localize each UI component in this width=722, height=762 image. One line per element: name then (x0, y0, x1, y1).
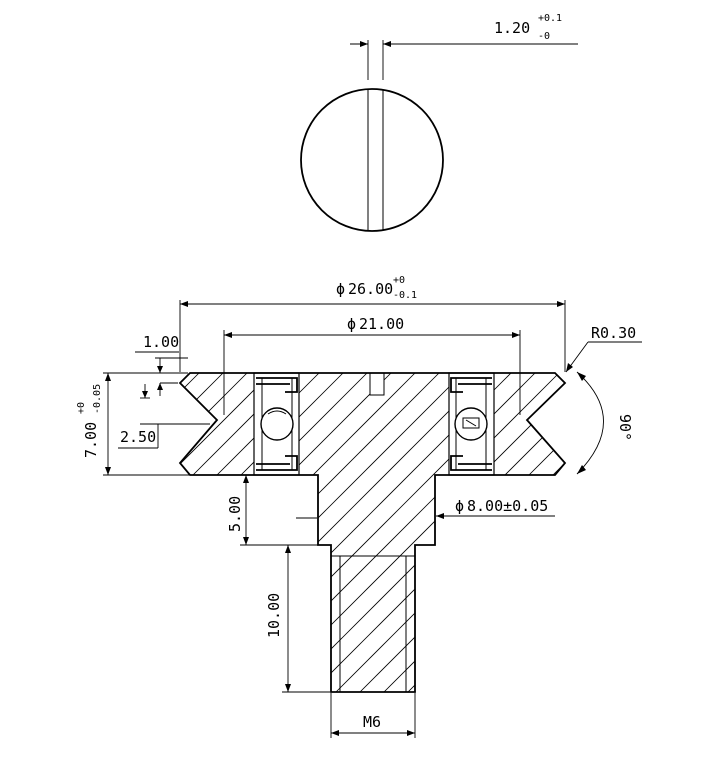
hatch-line (389, 373, 565, 692)
dim-angle: 90° (576, 371, 634, 475)
dim-overall-height: 7.00 +0 -0.05 (76, 372, 190, 476)
svg-text:21.00: 21.00 (359, 315, 404, 333)
top-view: 1.20 +0.1 -0 (300, 13, 578, 232)
dim-shaft-diameter: ϕ 8.00±0.05 (436, 497, 555, 519)
hatch-line (341, 373, 565, 692)
dim-chamfer: 1.00 (135, 333, 188, 396)
svg-text:10.00: 10.00 (265, 593, 283, 638)
dim-thread: M6 (330, 693, 416, 738)
svg-text:+0: +0 (76, 402, 87, 414)
hatch-line (0, 360, 140, 710)
hatch-line (180, 373, 309, 692)
hatch-line (533, 373, 565, 692)
svg-text:2.50: 2.50 (120, 428, 156, 446)
hatch-line (630, 360, 722, 710)
svg-text:R0.30: R0.30 (591, 324, 636, 342)
hatch-line (0, 360, 68, 710)
svg-text:+0: +0 (393, 275, 405, 286)
dim-thread-length: 10.00 (265, 544, 330, 693)
dim-shoulder: 5.00 (226, 474, 317, 546)
bearing-right (450, 377, 492, 471)
hatch-line (365, 373, 565, 692)
hatch-line (180, 373, 261, 692)
hatch-line (557, 373, 565, 692)
hatch-line (197, 373, 549, 692)
svg-text:1.00: 1.00 (143, 333, 179, 351)
hatch-line (0, 360, 20, 710)
hatch-line (180, 373, 285, 692)
hatch-line (180, 373, 501, 692)
svg-text:7.00: 7.00 (82, 422, 100, 458)
hatch-line (180, 373, 429, 692)
ball-left (260, 407, 294, 441)
hatch-line (180, 373, 357, 692)
dim-inner-diameter: ϕ 21.00 (223, 315, 521, 415)
part-outline (178, 372, 567, 693)
hatch-line (509, 373, 565, 692)
svg-text:8.00±0.05: 8.00±0.05 (467, 497, 548, 515)
top-view-circle (300, 88, 444, 232)
svg-text:M6: M6 (363, 713, 381, 731)
svg-text:5.00: 5.00 (226, 496, 244, 532)
hatch-line (0, 360, 44, 710)
svg-text:1.20: 1.20 (494, 19, 530, 37)
dim-groove-depth: 2.50 (118, 384, 210, 449)
hatch-line (678, 360, 722, 710)
hatch-line (654, 360, 722, 710)
dim-outer-diameter: ϕ 26.00 +0 -0.1 (179, 275, 566, 372)
svg-text:+0.1: +0.1 (538, 13, 562, 24)
svg-text:-0: -0 (538, 31, 550, 42)
svg-text:26.00: 26.00 (348, 280, 393, 298)
svg-text:ϕ: ϕ (347, 315, 356, 333)
hatch-line (180, 373, 213, 692)
hatch-line (180, 373, 477, 692)
svg-text:90°: 90° (616, 414, 634, 441)
hatch-line (180, 373, 405, 692)
dim-radius: R0.30 (565, 324, 642, 373)
svg-text:-0.1: -0.1 (393, 290, 417, 301)
slot-width-label: 1.20 +0.1 -0 (494, 13, 562, 42)
svg-text:ϕ: ϕ (336, 280, 345, 298)
top-slot (369, 372, 385, 396)
hatch-line (461, 373, 565, 692)
bearing-left (256, 377, 298, 471)
svg-text:-0.05: -0.05 (92, 384, 103, 414)
hatch-line (269, 373, 565, 692)
hatch-line (606, 360, 722, 710)
hatch-line (702, 360, 722, 710)
hatch-line (180, 373, 237, 692)
hatch-line (485, 373, 565, 692)
svg-text:ϕ: ϕ (455, 497, 464, 515)
